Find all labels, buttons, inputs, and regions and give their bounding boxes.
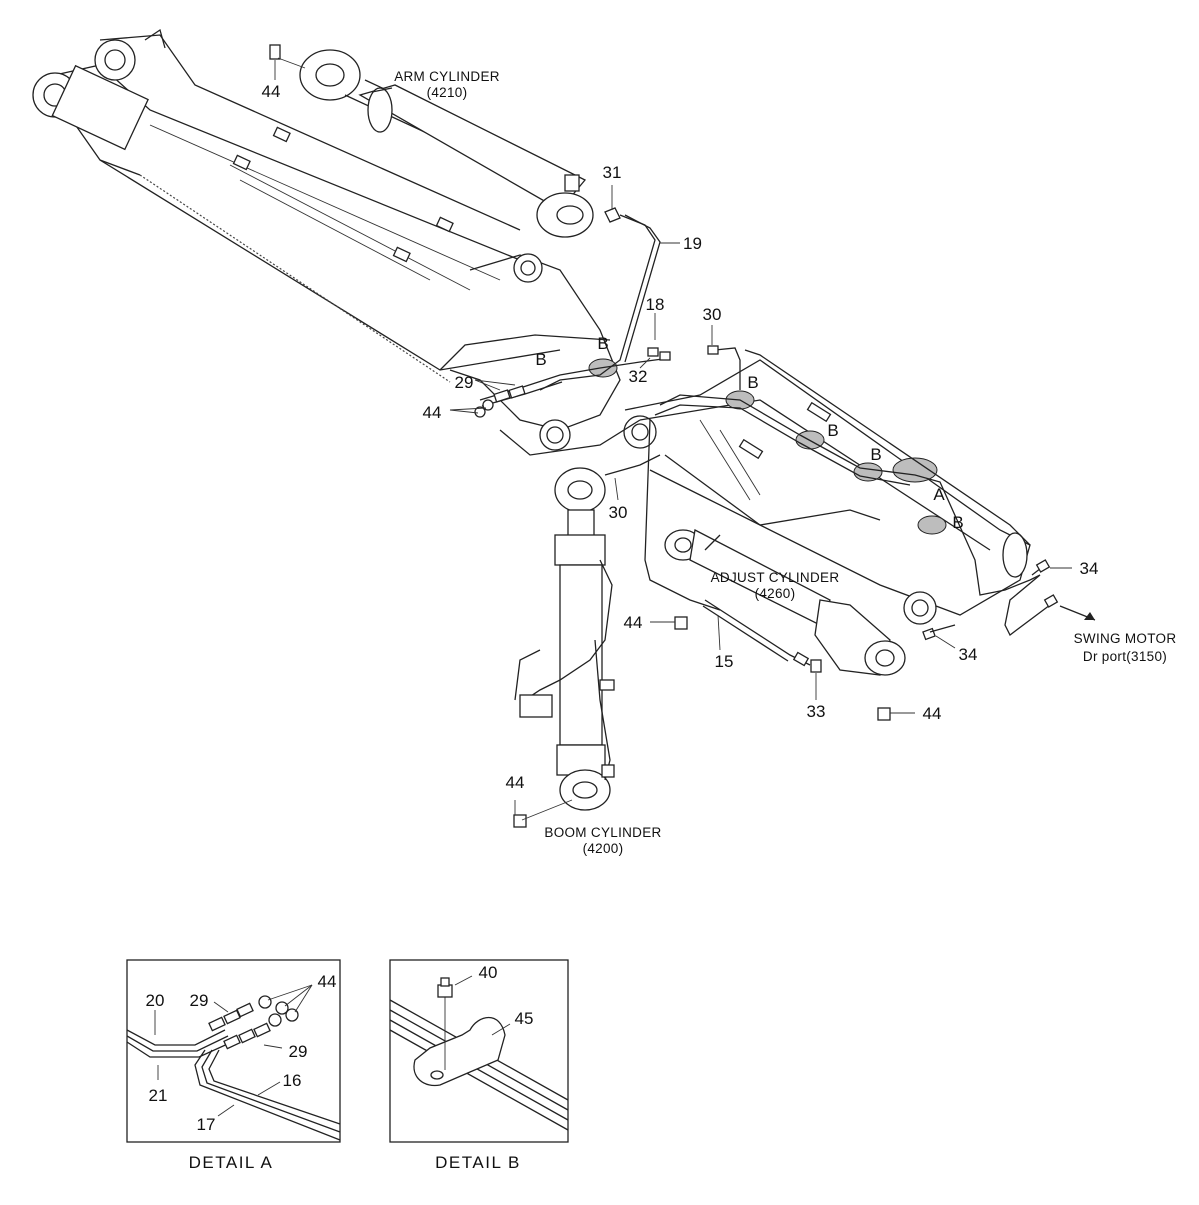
swing-motor-port: Dr port(3150) <box>1083 649 1167 664</box>
callout-19: 19 <box>683 234 702 253</box>
callout-33: 33 <box>807 702 826 721</box>
section-mark-b: B <box>827 421 838 440</box>
detail-b-callout-45: 45 <box>515 1009 534 1028</box>
callout-30: 30 <box>609 503 628 522</box>
adjust-cylinder <box>664 529 906 721</box>
section-mark-b: B <box>952 513 963 532</box>
swing-motor-name: SWING MOTOR <box>1074 631 1177 646</box>
arm-cylinder-name: ARM CYLINDER <box>394 69 500 84</box>
detail-a-callout-21: 21 <box>149 1086 168 1105</box>
callout-29: 29 <box>455 373 474 392</box>
callout-32: 32 <box>629 367 648 386</box>
callout-34: 34 <box>1080 559 1099 578</box>
callout-31: 31 <box>603 163 622 182</box>
detail-b-callout-40: 40 <box>479 963 498 982</box>
boom-cylinder <box>513 467 615 828</box>
boom-cylinder-code: (4200) <box>583 841 624 856</box>
detail-b-caption: DETAIL B <box>435 1153 521 1172</box>
callout-44: 44 <box>506 773 525 792</box>
callout-44: 44 <box>923 704 942 723</box>
callout-44: 44 <box>423 403 442 422</box>
section-mark-b: B <box>597 334 608 353</box>
callout-44: 44 <box>624 613 643 632</box>
detail-a-callout-16: 16 <box>283 1071 302 1090</box>
section-mark-b: B <box>535 350 546 369</box>
section-mark-b: B <box>747 373 758 392</box>
adjust-cylinder-code: (4260) <box>755 586 796 601</box>
detail-a-callout-44: 44 <box>318 972 337 991</box>
arm-cylinder <box>269 44 594 238</box>
callout-15: 15 <box>715 652 734 671</box>
arm-structure <box>32 28 657 456</box>
detail-a-callout-20: 20 <box>146 991 165 1010</box>
leader-lines <box>274 60 1096 815</box>
detail-a-panel: 20 21 29 29 44 16 17 <box>126 959 341 1143</box>
adjust-cylinder-name: ADJUST CYLINDER <box>711 570 840 585</box>
boom-cylinder-name: BOOM CYLINDER <box>544 825 661 840</box>
section-mark-a: A <box>933 485 945 504</box>
detail-a-callout-29: 29 <box>289 1042 308 1061</box>
detail-a-callout-17: 17 <box>197 1115 216 1134</box>
detail-b-panel: 40 45 <box>389 959 569 1143</box>
callout-30: 30 <box>703 305 722 324</box>
arm-cylinder-code: (4210) <box>427 85 468 100</box>
detail-a-callout-29: 29 <box>190 991 209 1010</box>
callout-18: 18 <box>646 295 665 314</box>
section-mark-b: B <box>870 445 881 464</box>
callout-34: 34 <box>959 645 978 664</box>
detail-a-caption: DETAIL A <box>189 1153 274 1172</box>
callout-44: 44 <box>262 82 281 101</box>
